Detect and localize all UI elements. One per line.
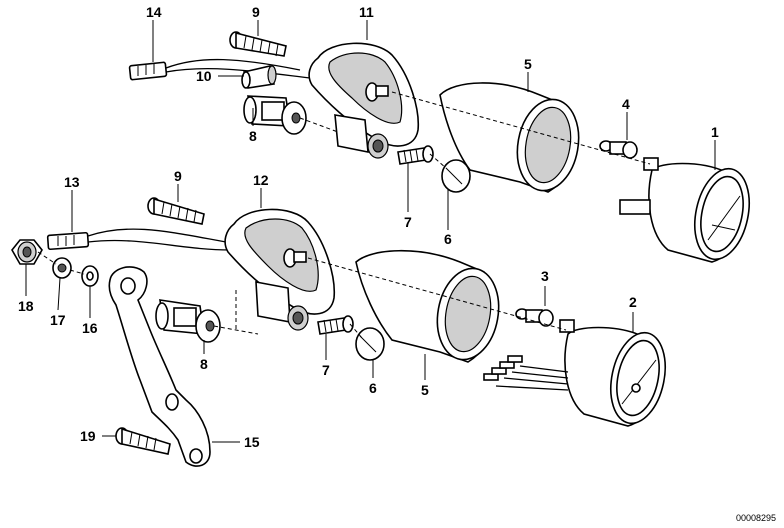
callout-2: 2 [629,294,637,310]
callout-10: 10 [196,68,212,84]
gauge-2 [483,319,666,427]
grommet-8-bottom [155,299,221,343]
nut-18 [11,239,43,265]
screw-9-bottom [147,197,205,225]
callout-16: 16 [82,320,98,336]
bulb-4 [599,140,638,159]
connector-14 [128,58,311,81]
callout-5-top: 5 [524,56,532,72]
sleeve-5-top [439,82,580,193]
housing-11 [308,42,420,159]
gauge-1 [619,157,750,263]
callout-6-top: 6 [444,231,452,247]
callout-9-top: 9 [252,4,260,20]
callout-4: 4 [622,96,630,112]
callout-19: 19 [80,428,96,444]
callout-8-bottom: 8 [200,356,208,372]
screw-7-top [397,145,434,165]
callout-17: 17 [50,312,66,328]
callout-18: 18 [18,298,34,314]
callout-11: 11 [359,4,374,20]
callout-7-top: 7 [404,214,412,230]
callout-12: 12 [253,172,269,188]
washer-17 [52,257,72,279]
assembly-axes [37,91,651,339]
plug-10 [241,65,277,89]
drawing-code: 00008295 [736,513,776,523]
callout-14: 14 [146,4,162,20]
bracket-15 [108,266,211,467]
screw-7-bottom [317,315,354,335]
callout-15: 15 [244,434,260,450]
callout-3: 3 [541,268,549,284]
callout-8-top: 8 [249,128,257,144]
connector-13 [46,228,231,251]
bulb-3 [515,308,554,327]
sleeve-5-bottom [355,249,500,363]
lock-washer-16 [81,265,99,287]
callout-13: 13 [64,174,80,190]
cap-6-top [441,159,471,193]
housing-12 [224,208,336,331]
callout-7-bottom: 7 [322,362,330,378]
screw-9-top [229,31,287,57]
callout-5-bottom: 5 [421,382,429,398]
callout-9-bottom: 9 [174,168,182,184]
cap-6-bottom [355,327,385,361]
callout-6-bottom: 6 [369,380,377,396]
grommet-8-top [243,95,307,135]
callout-1: 1 [711,124,719,140]
screw-19 [115,427,171,455]
leader-lines [25,20,716,443]
